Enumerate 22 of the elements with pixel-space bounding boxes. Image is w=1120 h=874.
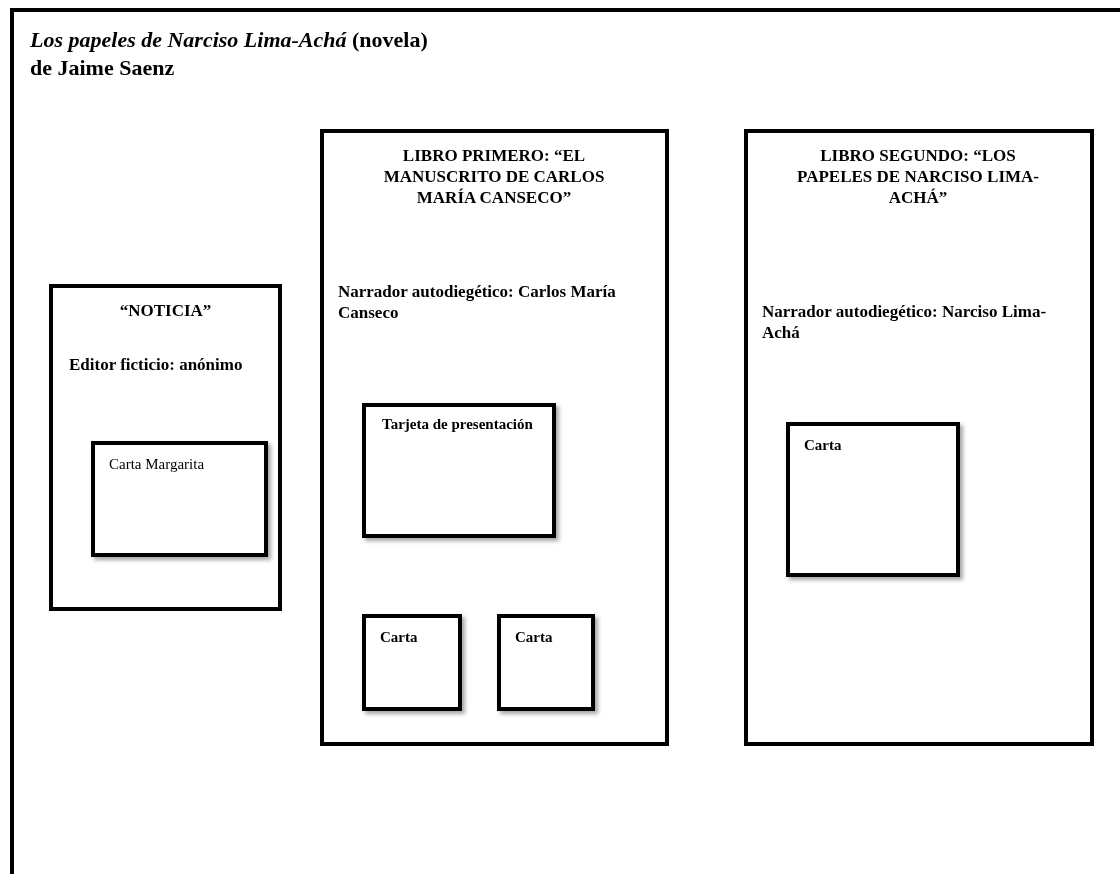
document-box [786, 422, 960, 577]
section-heading: LIBRO PRIMERO: “EL MANUSCRITO DE CARLOS MARÍA CANSECO” [382, 145, 606, 208]
document-box [362, 403, 556, 538]
document-label: Carta [380, 628, 419, 647]
narrator-note: Narrador autodiegético: Carlos María Canseco [338, 281, 617, 323]
document-label: Carta [804, 436, 843, 455]
document-box [91, 441, 268, 557]
narrator-note: Narrador autodiegético: Narciso Lima-Achá [762, 301, 1048, 343]
narrator-note: Editor ficticio: anónimo [69, 354, 244, 375]
document-box [497, 614, 595, 711]
section-box [744, 129, 1094, 746]
document-label: Carta Margarita [109, 455, 206, 474]
book-title: Los papeles de Narciso Lima-Achá (novela) [30, 26, 429, 54]
section-heading: LIBRO SEGUNDO: “LOS PAPELES DE NARCISO LIMA-ACHÁ” [796, 145, 1040, 208]
document-box [362, 614, 462, 711]
document-label: Carta [515, 628, 554, 647]
section-box [49, 284, 282, 611]
document-label: Tarjeta de presentación [382, 415, 534, 434]
section-heading: “NOTICIA” [118, 300, 213, 321]
author-line: de Jaime Saenz [30, 54, 176, 82]
page-frame [10, 8, 1120, 874]
section-box [320, 129, 669, 746]
